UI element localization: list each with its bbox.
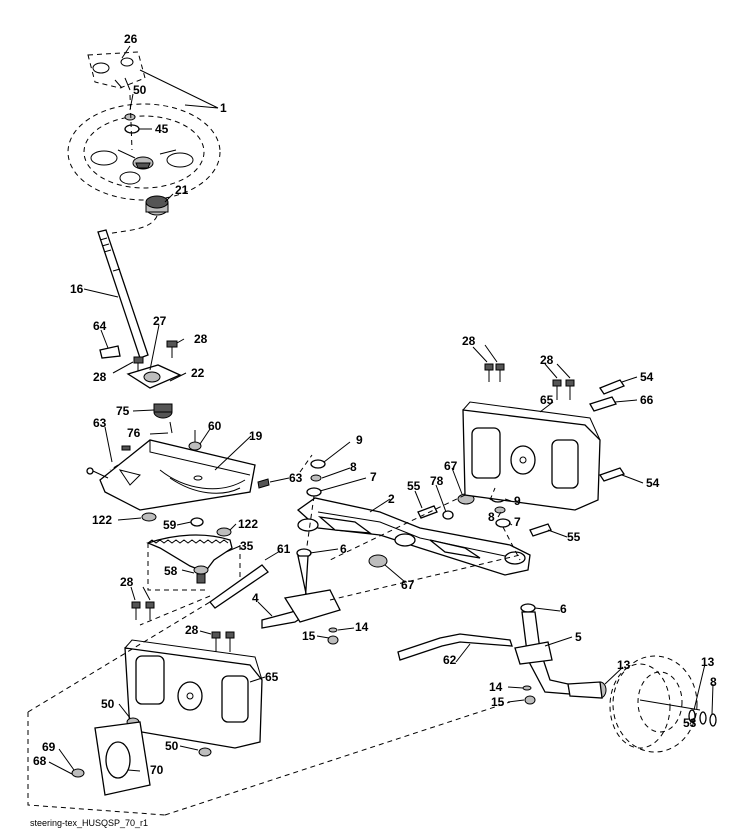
callout-54: 54 [646,476,660,490]
callout-64: 64 [93,319,107,333]
callout-2: 2 [388,492,395,506]
callout-7: 7 [514,515,521,529]
callout-53: 53 [683,716,697,730]
callout-69: 69 [42,740,56,754]
callout-8: 8 [488,510,495,524]
callout-14: 14 [489,680,503,694]
callout-75: 75 [116,404,130,418]
sector-gear [141,512,241,591]
callout-14: 14 [355,620,369,634]
callout-7: 7 [370,470,377,484]
callout-21: 21 [175,183,189,197]
steering-shaft [97,229,182,434]
callout-67: 67 [444,459,458,473]
callout-58: 58 [164,564,178,578]
callout-19: 19 [249,429,263,443]
callout-63: 63 [93,416,107,430]
tie-rod-part [397,633,513,661]
callout-9: 9 [514,494,521,508]
callout-28: 28 [93,370,107,384]
clip-part [99,345,121,359]
callout-15: 15 [491,695,505,709]
callout-27: 27 [153,314,167,328]
callout-55: 55 [407,479,421,493]
callout-62: 62 [443,653,457,667]
axle-mount-bracket-right [462,363,626,511]
front-axle [209,459,717,753]
callout-28: 28 [120,575,134,589]
callout-122: 122 [92,513,112,527]
callout-labels: 26 1 50 45 21 16 64 27 28 28 22 75 76 60… [33,32,717,777]
front-wheel-part [609,655,701,753]
callout-55: 55 [567,530,581,544]
callout-6: 6 [560,602,567,616]
callout-70: 70 [150,763,164,777]
callout-28: 28 [185,623,199,637]
callout-61: 61 [277,542,291,556]
callout-28: 28 [540,353,554,367]
callout-35: 35 [240,539,254,553]
callout-5: 5 [575,630,582,644]
callout-67: 67 [401,578,415,592]
callout-60: 60 [208,419,222,433]
callout-28: 28 [194,332,208,346]
callout-1: 1 [220,101,227,115]
drawing-id-footer: steering-tex_HUSQSP_70_r1 [30,818,148,828]
callout-50: 50 [101,697,115,711]
callout-16: 16 [70,282,84,296]
callout-50: 50 [133,83,147,97]
callout-6: 6 [340,542,347,556]
callout-8: 8 [350,460,357,474]
callout-66: 66 [640,393,654,407]
callout-13: 13 [617,658,631,672]
callout-26: 26 [124,32,138,46]
callout-59: 59 [163,518,177,532]
leader-lines [48,45,714,775]
callout-9: 9 [356,433,363,447]
steering-cap-part [87,51,146,89]
callout-8: 8 [710,675,717,689]
callout-28: 28 [462,334,476,348]
callout-68: 68 [33,754,47,768]
steering-wheel-part [67,103,221,201]
callout-13: 13 [701,655,715,669]
callout-65: 65 [540,393,554,407]
callout-78: 78 [430,474,444,488]
callout-65: 65 [265,670,279,684]
callout-15: 15 [302,629,316,643]
support-plate [86,430,270,511]
callout-76: 76 [127,426,141,440]
callout-54: 54 [640,370,654,384]
callout-122: 122 [238,517,258,531]
axle-mount-bracket-left [71,601,263,796]
steering-wheel-assembly [67,51,221,236]
callout-50: 50 [165,739,179,753]
callout-45: 45 [155,122,169,136]
callout-22: 22 [191,366,205,380]
assembly-lines [27,454,521,816]
callout-4: 4 [252,591,259,605]
callout-63: 63 [289,471,303,485]
